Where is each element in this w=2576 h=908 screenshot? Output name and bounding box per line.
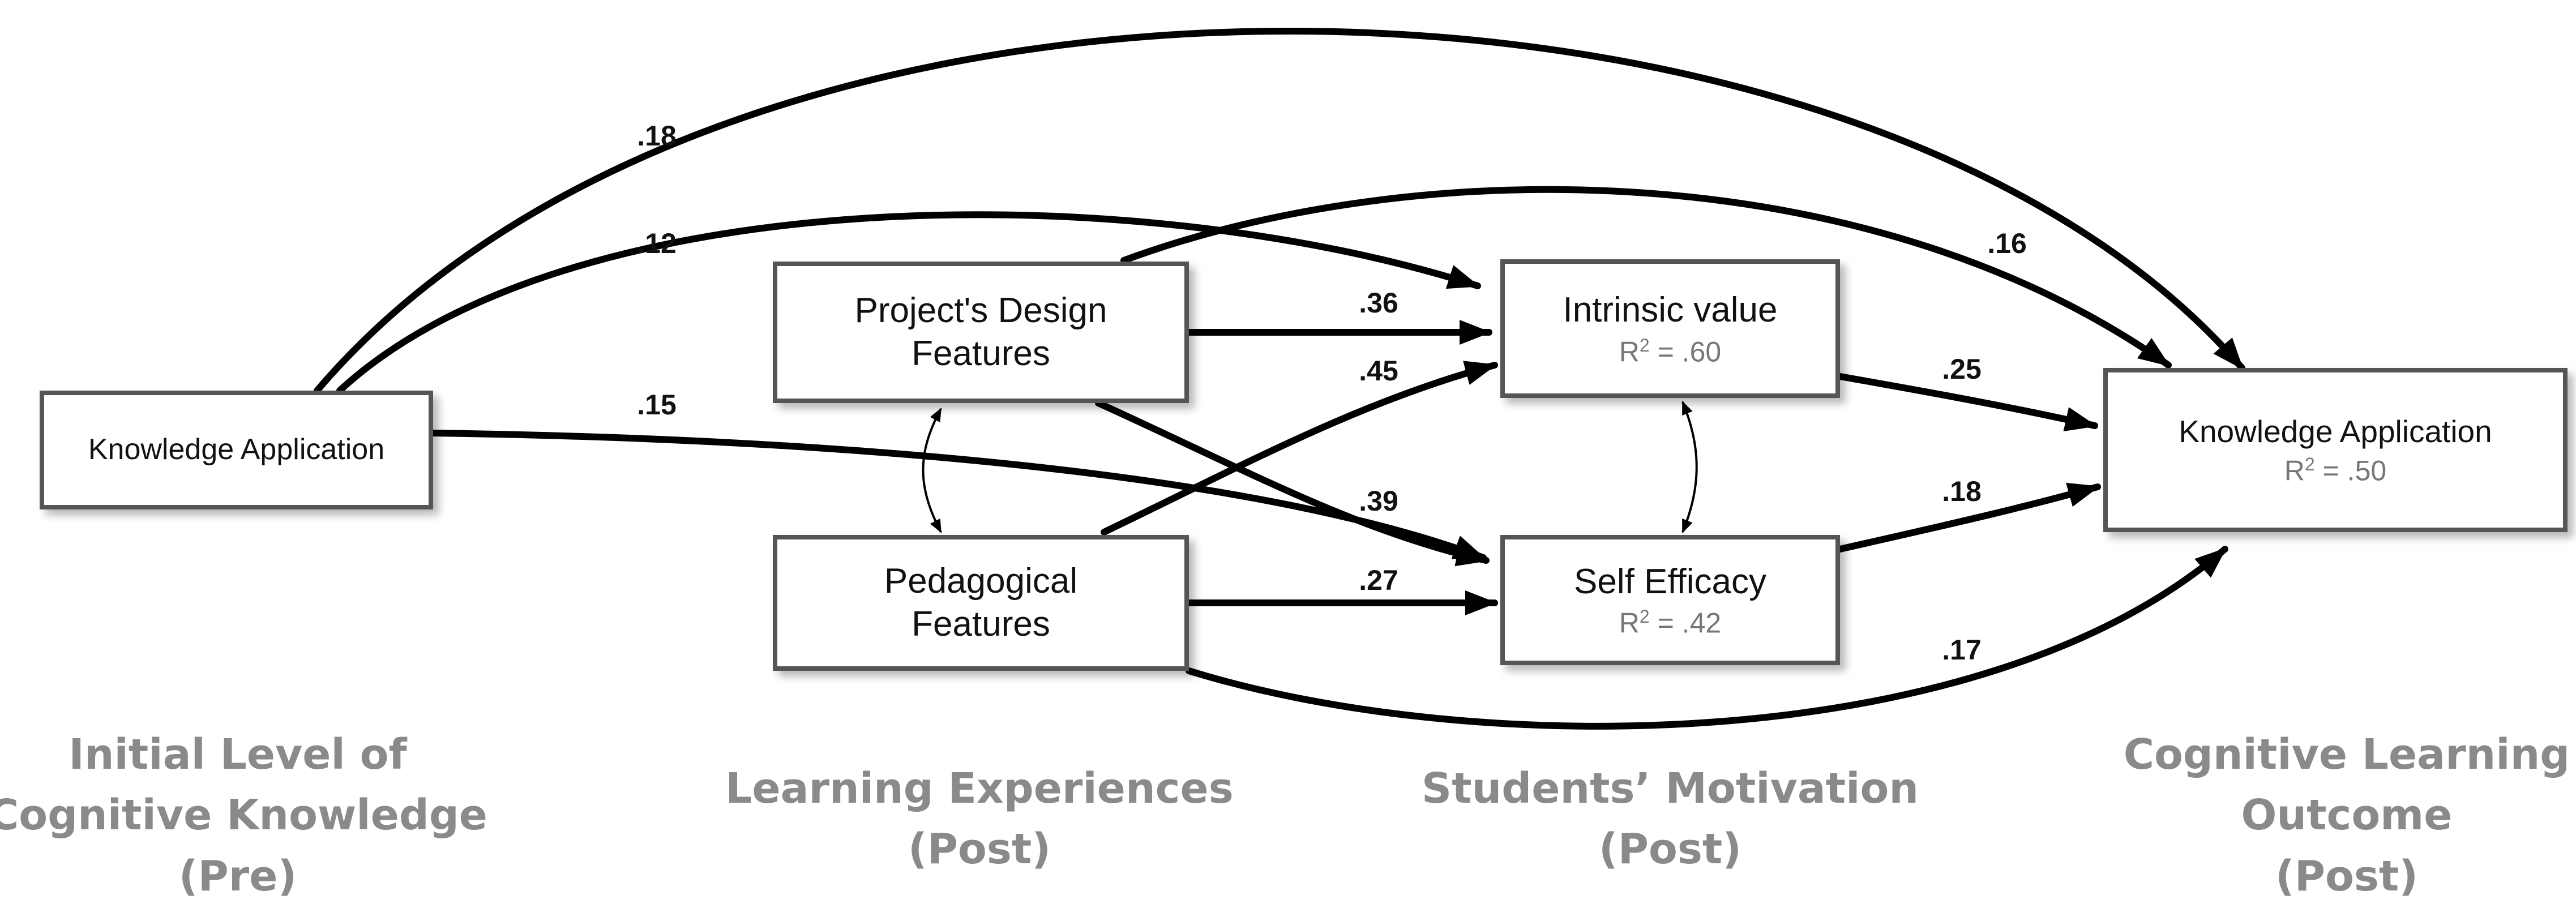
path-self-efficacy-to-knowledge-post	[1837, 482, 2101, 552]
path-intrinsic-value-to-knowledge-post	[1837, 373, 2098, 432]
node-knowledge-application-post: Knowledge Application R2 = .50	[2103, 368, 2568, 532]
path-knowledge-pre-to-intrinsic-value	[336, 211, 1481, 394]
r-squared: R2 = .42	[1619, 606, 1722, 640]
coef-design-to-intrinsic: .36	[1359, 287, 1398, 319]
coef-pedagogical-to-post: .17	[1942, 634, 1982, 666]
path-design-features-to-knowledge-post	[1120, 186, 2172, 369]
r-squared: R2 = .50	[2284, 454, 2387, 487]
coef-design-to-post: .16	[1987, 228, 2027, 259]
coef-pre-to-intrinsic: .12	[637, 228, 677, 259]
coef-design-to-selfefficacy: .39	[1359, 485, 1398, 517]
coef-pre-to-selfefficacy: .15	[637, 389, 677, 421]
node-label-line1: Pedagogical	[884, 562, 1078, 601]
node-project-design-features: Project's Design Features	[773, 262, 1189, 403]
node-label: Knowledge Application	[2179, 414, 2492, 449]
coef-pre-to-post: .18	[637, 120, 677, 152]
coef-pedagogical-to-intrinsic: .45	[1359, 355, 1398, 387]
path-knowledge-pre-to-knowledge-post	[314, 28, 2245, 394]
path-pedagogical-features-to-intrinsic-value	[1101, 361, 1498, 536]
correlation-intrinsic-selfefficacy	[1681, 401, 1698, 533]
path-design-features-to-self-efficacy	[1095, 400, 1490, 567]
node-label-line2: Features	[912, 334, 1050, 373]
node-label-line2: Features	[912, 605, 1050, 644]
node-label: Self Efficacy	[1573, 562, 1766, 601]
stage-label-cognitive-outcome: Cognitive Learning Outcome (Post)	[2123, 730, 2570, 901]
node-label-line1: Project's Design	[854, 291, 1107, 331]
coef-intrinsic-to-post: .25	[1942, 353, 1982, 385]
stage-label-pre: Initial Level of Cognitive Knowledge (Pr…	[0, 730, 488, 901]
node-self-efficacy: Self Efficacy R2 = .42	[1500, 535, 1840, 665]
correlation-design-pedagogical	[922, 408, 942, 533]
coef-selfefficacy-to-post: .18	[1942, 476, 1982, 507]
coef-pedagogical-to-selfefficacy: .27	[1359, 564, 1398, 596]
stage-label-learning-experiences: Learning Experiences (Post)	[725, 764, 1234, 874]
node-knowledge-application-pre: Knowledge Application	[40, 391, 433, 509]
r-squared: R2 = .60	[1619, 335, 1722, 368]
node-intrinsic-value: Intrinsic value R2 = .60	[1500, 259, 1840, 398]
node-label: Knowledge Application	[88, 433, 385, 466]
stage-label-students-motivation: Students’ Motivation (Post)	[1421, 764, 1919, 874]
node-pedagogical-features: Pedagogical Features	[773, 535, 1189, 671]
node-label: Intrinsic value	[1563, 290, 1778, 330]
path-pedagogical-features-to-knowledge-post	[1186, 546, 2228, 730]
